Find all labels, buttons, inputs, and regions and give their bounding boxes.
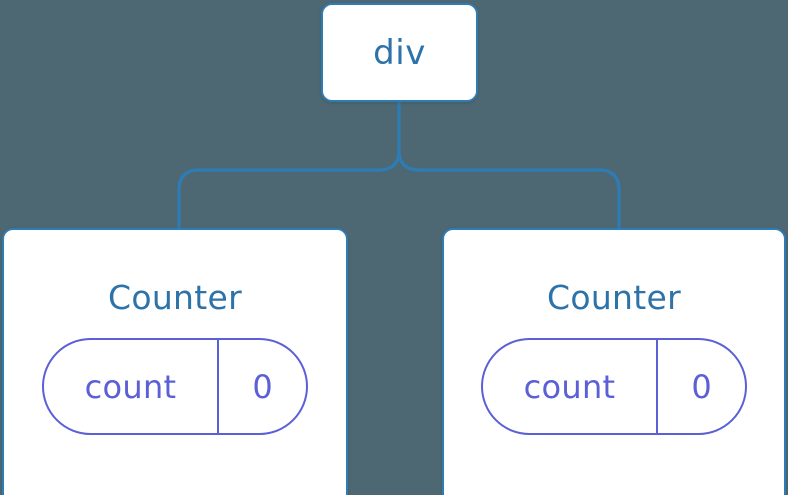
- node-counter-right[interactable]: Counter count 0: [442, 228, 786, 495]
- state-divider-left: [217, 340, 219, 433]
- connector-split-right: [397, 149, 621, 228]
- state-pill-right[interactable]: count 0: [481, 338, 747, 435]
- state-value-right: 0: [691, 367, 712, 406]
- node-counter-left[interactable]: Counter count 0: [2, 228, 348, 495]
- node-div[interactable]: div: [321, 3, 478, 102]
- state-key-left: count: [84, 367, 177, 406]
- state-divider-right: [656, 340, 658, 433]
- state-value-left: 0: [252, 367, 273, 406]
- connector-split-left: [177, 149, 401, 228]
- node-counter-left-label: Counter: [108, 278, 242, 317]
- node-div-label: div: [373, 32, 426, 73]
- state-pill-left[interactable]: count 0: [42, 338, 308, 435]
- state-key-right: count: [523, 367, 616, 406]
- node-counter-right-label: Counter: [547, 278, 681, 317]
